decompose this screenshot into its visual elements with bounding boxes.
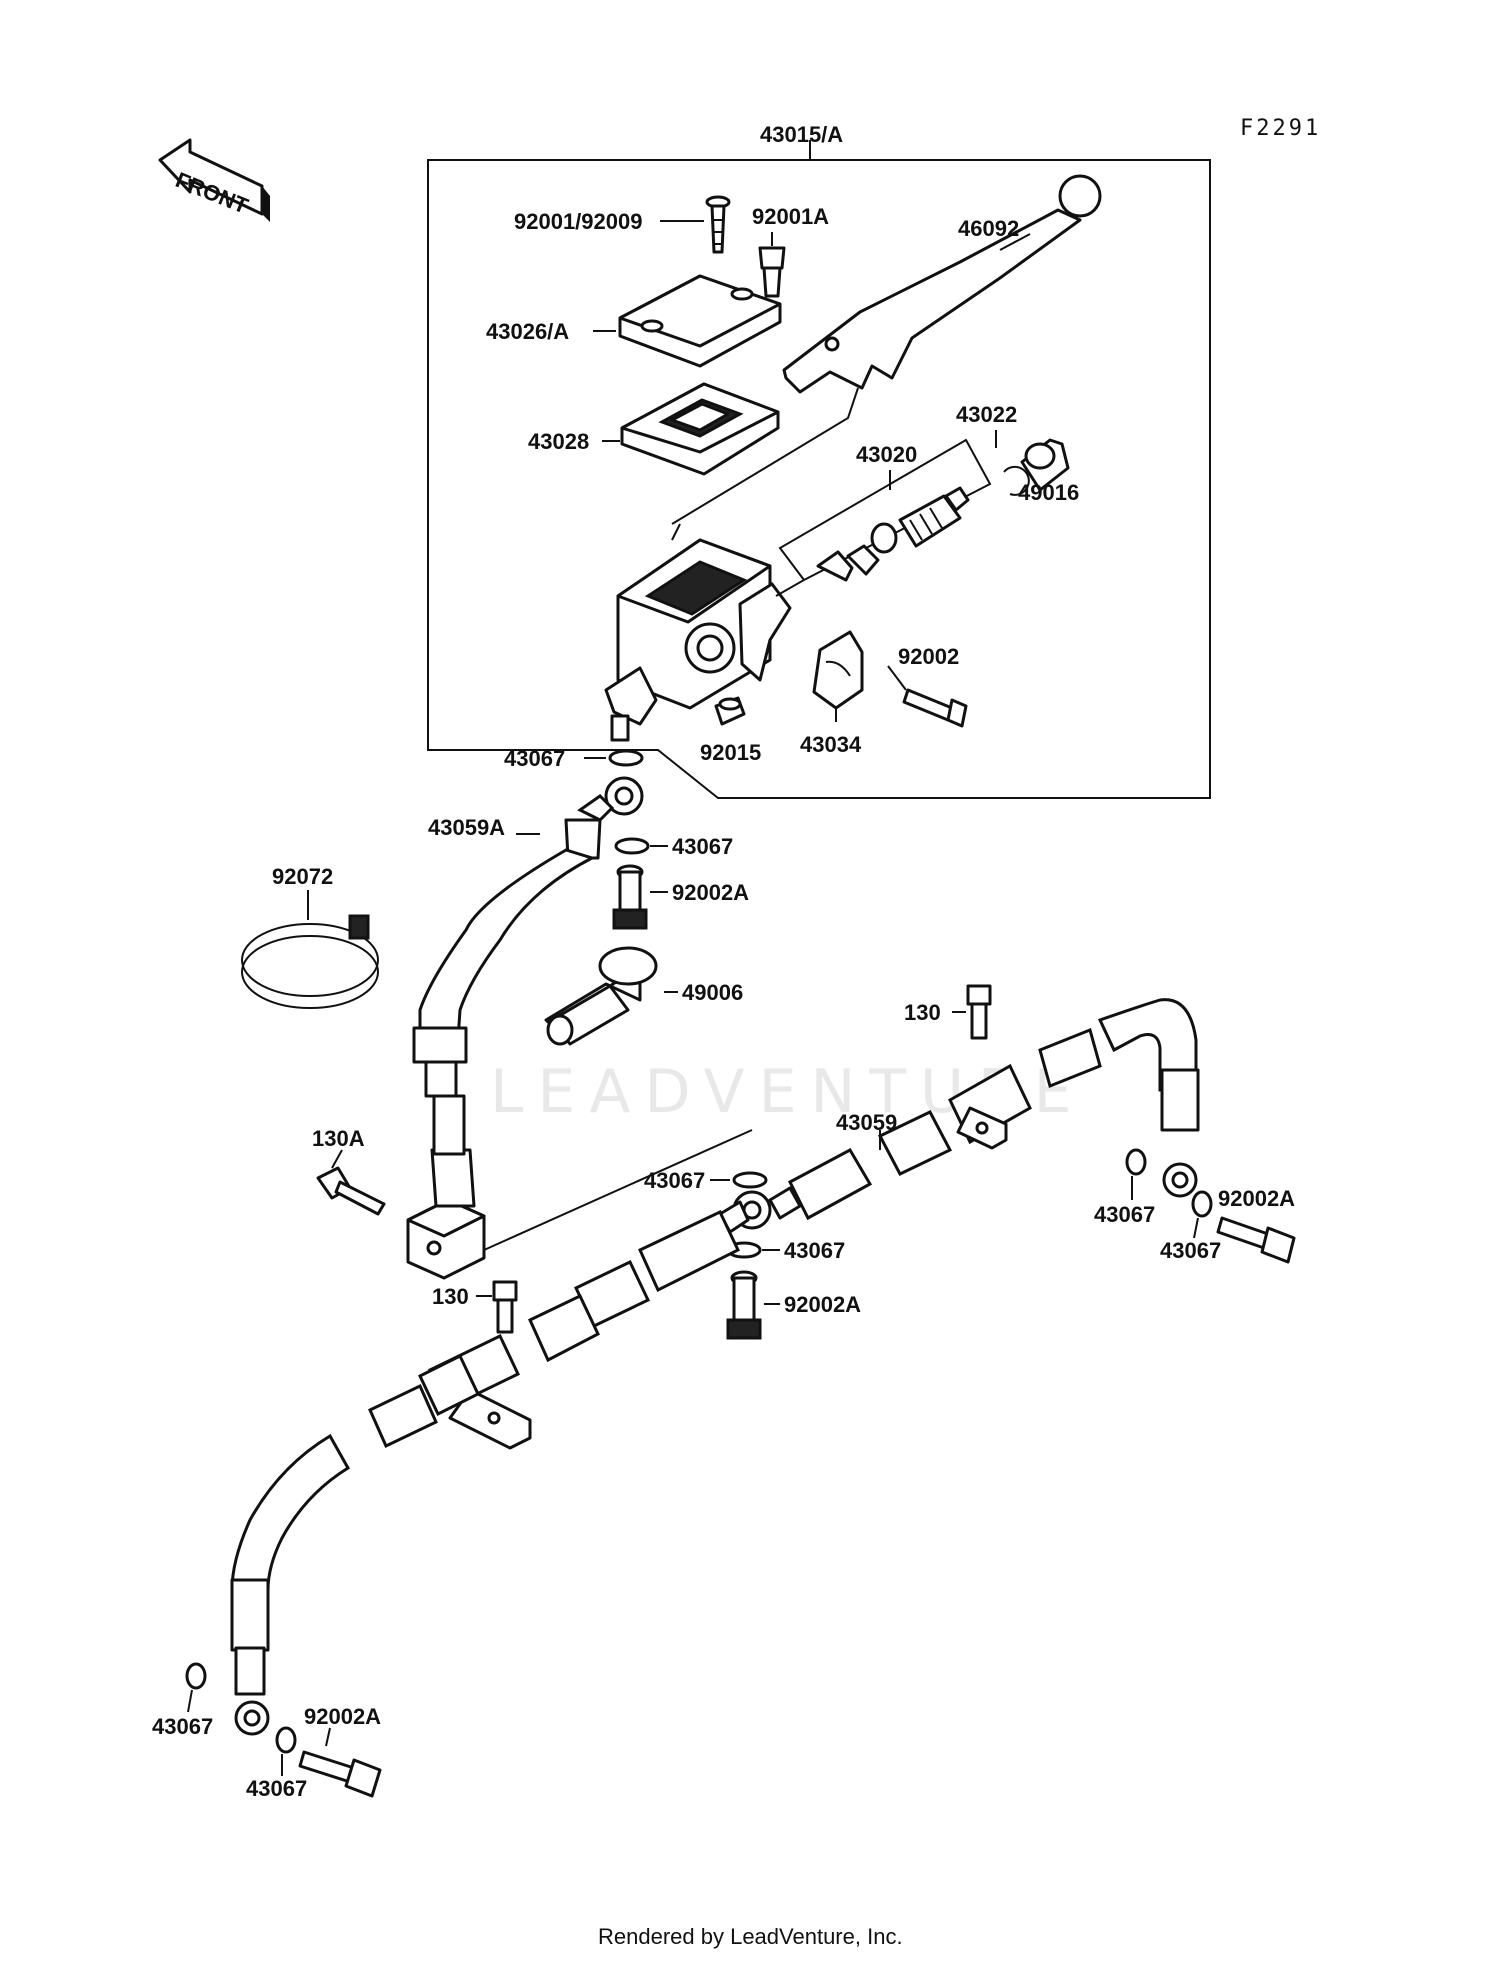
label-43022: 43022 xyxy=(956,402,1017,427)
label-43067-g: 43067 xyxy=(152,1714,213,1739)
label-92002A-d: 92002A xyxy=(304,1704,381,1729)
junction-block xyxy=(406,1094,753,1280)
washer-43067-e xyxy=(1191,1190,1213,1218)
label-43059A: 43059A xyxy=(428,815,505,840)
label-92002: 92002 xyxy=(898,644,959,669)
hose-lower xyxy=(230,1200,750,1736)
label-92001A: 92001A xyxy=(752,204,829,229)
label-92015: 92015 xyxy=(700,740,761,765)
label-43067-d: 43067 xyxy=(1094,1202,1155,1227)
label-92002A-b: 92002A xyxy=(1218,1186,1295,1211)
label-49006: 49006 xyxy=(682,980,743,1005)
boot-49006 xyxy=(544,946,678,1046)
washer-43067-b xyxy=(614,837,650,855)
front-arrow-icon: FRONT xyxy=(158,138,270,222)
label-43059: 43059 xyxy=(836,1110,897,1135)
brake-lever-46092 xyxy=(782,174,1102,394)
washer-43067-g xyxy=(185,1662,207,1690)
label-92002A-c: 92002A xyxy=(784,1292,861,1317)
label-43067-h: 43067 xyxy=(246,1776,307,1801)
label-130-b: 130 xyxy=(432,1284,469,1309)
clamp-43034 xyxy=(812,630,864,722)
reservoir-cap-43026 xyxy=(593,274,782,368)
label-92072: 92072 xyxy=(272,864,333,889)
diaphragm-43028 xyxy=(602,382,780,476)
master-cylinder-body xyxy=(604,523,792,742)
cap-92015 xyxy=(714,696,746,726)
bolt-130-b xyxy=(476,1280,518,1334)
banjo-bolt-92002A-d xyxy=(298,1727,382,1798)
hose-43059A xyxy=(412,776,644,1098)
label-43067-b: 43067 xyxy=(672,834,733,859)
footer-credit: Rendered by LeadVenture, Inc. xyxy=(598,1924,903,1949)
label-43026A: 43026/A xyxy=(486,319,569,344)
label-43067-top: 43067 xyxy=(504,746,565,771)
label-43067-c: 43067 xyxy=(644,1168,705,1193)
diagram-code: F2291 xyxy=(1240,116,1321,141)
banjo-bolt-92002A-b xyxy=(1216,1216,1296,1264)
banjo-bolt-92002A-c xyxy=(726,1270,780,1340)
band-clamp-92072 xyxy=(241,890,379,1009)
piston-kit-43020 xyxy=(775,438,992,597)
label-46092: 46092 xyxy=(958,216,1019,241)
label-92001-92009: 92001/92009 xyxy=(514,209,642,234)
boot-49016 xyxy=(1020,438,1070,492)
label-43020: 43020 xyxy=(856,442,917,467)
label-43028: 43028 xyxy=(528,429,589,454)
washer-43067-d xyxy=(1125,1148,1147,1176)
assembly-bracket xyxy=(427,140,1211,799)
label-49016: 49016 xyxy=(1018,480,1079,505)
pivot-bolt-92001A xyxy=(758,232,786,298)
washer-43067-h xyxy=(275,1726,297,1754)
label-43067-e: 43067 xyxy=(1160,1238,1221,1263)
bolt-92002 xyxy=(887,665,968,728)
label-43034: 43034 xyxy=(800,732,862,757)
screw-92001 xyxy=(660,195,731,254)
washer-43067-c xyxy=(732,1171,768,1189)
washer-43067-top xyxy=(608,749,644,767)
banjo-bolt-92002A-a xyxy=(612,864,668,930)
label-130-a: 130 xyxy=(904,1000,941,1025)
bolt-130A xyxy=(316,1149,386,1216)
bolt-130-a xyxy=(952,984,992,1040)
circlip-43022 xyxy=(995,430,1030,496)
label-43015A: 43015/A xyxy=(760,122,843,147)
label-43067-f: 43067 xyxy=(784,1238,845,1263)
label-130A: 130A xyxy=(312,1126,365,1151)
label-92002A-a: 92002A xyxy=(672,880,749,905)
